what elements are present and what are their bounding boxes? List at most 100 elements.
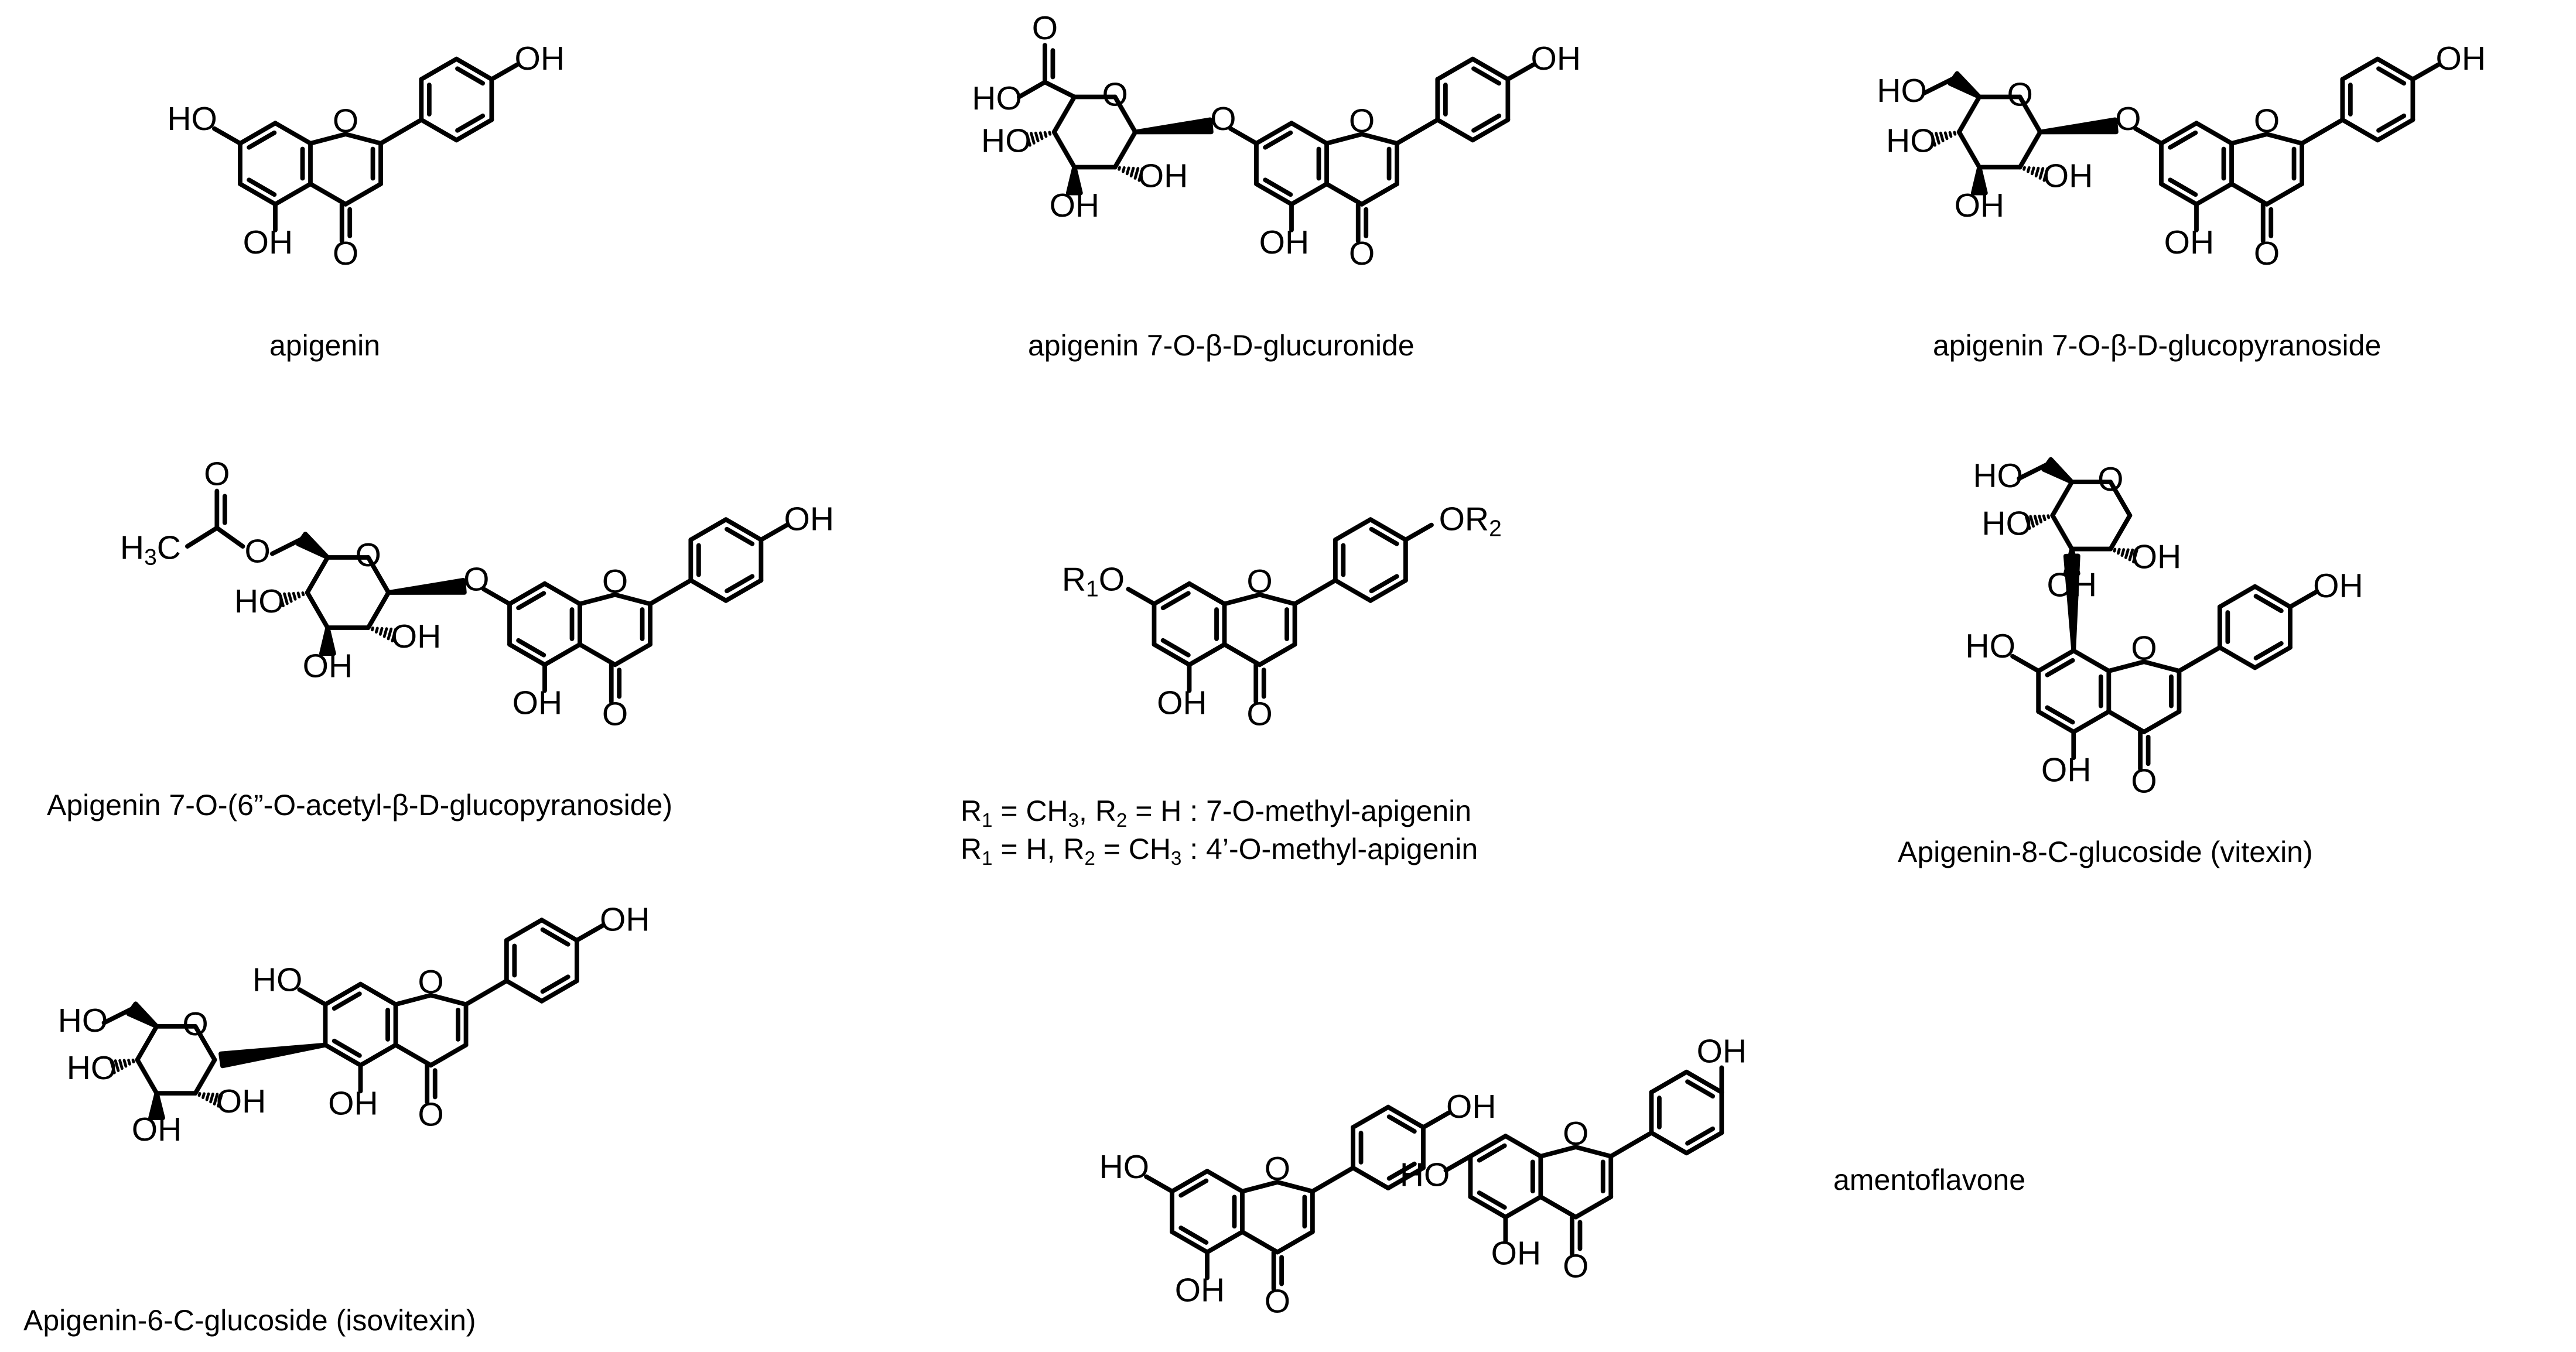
hash-bond bbox=[2128, 548, 2134, 562]
ring-oxygen: O bbox=[1265, 1150, 1290, 1187]
bond bbox=[308, 132, 348, 146]
hash-bond bbox=[1133, 167, 1140, 180]
hash-bond bbox=[2042, 514, 2047, 522]
bond bbox=[2010, 653, 2041, 673]
double-bond bbox=[1369, 574, 1399, 594]
bond bbox=[2375, 117, 2416, 143]
bond bbox=[1368, 517, 1408, 542]
bond bbox=[1351, 1165, 1391, 1191]
hash-bond bbox=[1121, 166, 1126, 173]
bond bbox=[688, 578, 729, 603]
bond bbox=[365, 555, 391, 595]
bond bbox=[1292, 578, 1338, 607]
wedge-bond bbox=[148, 1091, 165, 1121]
hash-bond bbox=[118, 1059, 124, 1070]
double-bond bbox=[1477, 1143, 1507, 1163]
bond bbox=[393, 992, 433, 1007]
hash-bond bbox=[1939, 131, 1945, 143]
hash-bond bbox=[1030, 132, 1036, 145]
hydroxymethyl: HO bbox=[58, 1002, 108, 1039]
hash-bond bbox=[2132, 549, 2138, 564]
hydroxyl-7: HO bbox=[167, 100, 217, 138]
bond bbox=[1254, 182, 1294, 207]
hash-bond bbox=[287, 592, 293, 603]
bond bbox=[1170, 1169, 1210, 1194]
bond bbox=[539, 918, 579, 943]
bond bbox=[1051, 129, 1077, 170]
caption-4-o-methyl-apigenin: R1 = H, R2 = CH3 : 4’-O-methyl-apigenin bbox=[961, 833, 1478, 869]
hash-bond bbox=[209, 1093, 214, 1104]
caption-apigenin: apigenin bbox=[269, 329, 381, 362]
hash-bond bbox=[2024, 515, 2031, 530]
bond bbox=[688, 517, 729, 542]
ring-oxygen: O bbox=[2131, 629, 2157, 667]
hash-bond bbox=[391, 628, 398, 643]
hash-bond bbox=[2033, 515, 2039, 526]
double-bond bbox=[2168, 130, 2198, 150]
bond bbox=[2106, 709, 2147, 734]
bond bbox=[578, 592, 617, 607]
bond bbox=[1051, 94, 1077, 135]
hydroxyl-4prime: OH bbox=[784, 500, 835, 538]
hash-bond bbox=[296, 591, 301, 598]
glycosidic-oxygen: O bbox=[2115, 100, 2141, 138]
hash-bond bbox=[292, 591, 297, 601]
double-bond bbox=[455, 66, 486, 86]
bond bbox=[1187, 642, 1227, 668]
hash-bond bbox=[2026, 166, 2031, 173]
hash-bond bbox=[1125, 166, 1130, 176]
bond bbox=[1435, 56, 1475, 82]
bond bbox=[454, 56, 494, 82]
bond bbox=[574, 923, 605, 943]
hash-bond bbox=[213, 1093, 219, 1105]
bond bbox=[2017, 462, 2050, 481]
methyl-group: H3C bbox=[120, 529, 181, 570]
hydroxyl-4prime: OH bbox=[600, 901, 650, 938]
bond bbox=[539, 978, 579, 1004]
hash-bond bbox=[1043, 131, 1048, 138]
hash-bond bbox=[378, 627, 384, 636]
wedge-bond bbox=[1970, 165, 1988, 196]
double-bond bbox=[516, 638, 546, 658]
bond bbox=[1503, 1134, 1543, 1159]
bond bbox=[1395, 117, 1440, 146]
bond bbox=[1144, 1174, 1174, 1194]
double-bond bbox=[1685, 1079, 1716, 1099]
bond bbox=[1608, 1130, 1654, 1159]
double-bond bbox=[2045, 705, 2075, 725]
hash-bond bbox=[131, 1058, 135, 1064]
hydroxyl-5: OH bbox=[1259, 224, 1310, 261]
bond bbox=[1921, 76, 1956, 96]
bond bbox=[428, 992, 469, 1007]
bond bbox=[2229, 182, 2269, 207]
bond bbox=[193, 1024, 217, 1062]
hydroxyl-2: OH bbox=[2043, 157, 2093, 194]
carbonyl-oxygen: O bbox=[602, 696, 628, 733]
bond bbox=[1503, 1194, 1543, 1220]
double-bond bbox=[247, 177, 277, 197]
wedge-bond bbox=[319, 625, 336, 656]
carbonyl-oxygen: O bbox=[1265, 1283, 1290, 1320]
carbonyl-oxygen: O bbox=[1349, 235, 1375, 272]
bond bbox=[1170, 1229, 1210, 1255]
bond bbox=[1187, 581, 1227, 607]
double-bond bbox=[2376, 66, 2407, 86]
bond bbox=[542, 581, 582, 607]
bond bbox=[2194, 182, 2234, 207]
hydroxyl-3: OH bbox=[1050, 187, 1100, 224]
bond bbox=[463, 978, 509, 1007]
bond bbox=[1386, 1104, 1426, 1130]
ring-oxygen: O bbox=[1563, 1115, 1588, 1152]
bond bbox=[2106, 659, 2147, 673]
hydroxymethyl: HO bbox=[1877, 72, 1927, 109]
bond bbox=[2194, 121, 2234, 146]
bond bbox=[1538, 1145, 1579, 1159]
carbonyl-oxygen: O bbox=[2131, 762, 2157, 800]
carbonyl-oxygen: O bbox=[333, 235, 358, 272]
bond bbox=[481, 587, 512, 607]
double-bond bbox=[2045, 658, 2075, 677]
